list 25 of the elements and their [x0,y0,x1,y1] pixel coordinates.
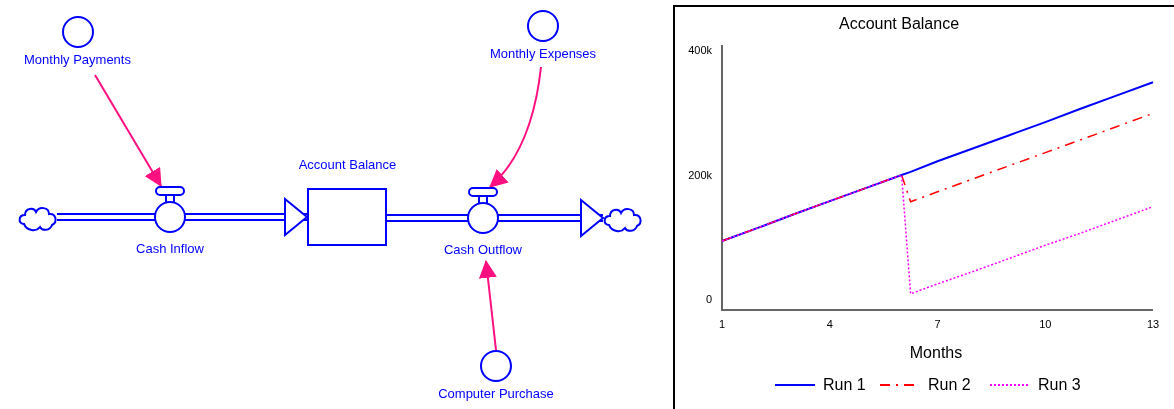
chart-title: Account Balance [838,16,960,32]
axis-title: Months [909,345,963,361]
node-label: Computer Purchase [438,386,554,402]
tick-label: 1 [718,319,726,330]
tick-label: 0 [705,294,712,306]
node-label: Account Balance [298,157,397,173]
tick-label: 200k [688,169,712,181]
node-label: Cash Inflow [136,241,204,257]
tick-label: 400k [688,45,712,57]
tick-label: 13 [1146,319,1160,330]
connector-arrow [94,74,162,187]
node-label: Cash Outflow [443,242,522,258]
tick-label: 10 [1039,319,1052,330]
legend-label: Run 3 [1038,377,1081,393]
tick-label: 7 [934,319,941,330]
flow-pipe [184,198,308,236]
node-label: Monthly Expenses [489,46,597,62]
flow-pipe [56,213,156,221]
legend-label: Run 2 [928,377,971,393]
node-label: Monthly Payments [24,52,131,68]
connector-arrow [489,66,542,188]
flow-pipe [497,199,604,237]
connector-arrow [478,259,497,351]
tick-label: 4 [826,319,833,330]
legend-label: Run 1 [823,377,866,393]
